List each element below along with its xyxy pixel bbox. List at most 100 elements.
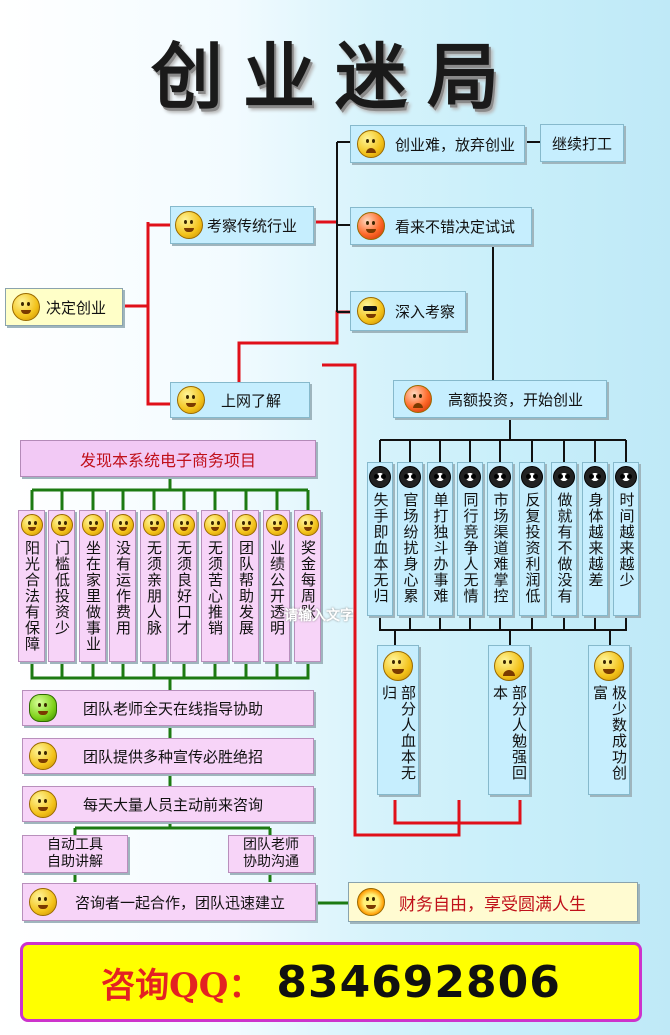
owl-face-icon	[489, 466, 511, 488]
risk-column: 市场渠道难掌控	[487, 462, 513, 616]
node-big-invest-label: 高额投资，开始创业	[448, 390, 584, 409]
risk-column: 同行竞争人无情	[457, 462, 483, 616]
determined-smiley-icon	[357, 212, 385, 240]
node-promo-label: 团队提供多种宣传必胜绝招	[83, 747, 264, 766]
thinking-smiley-icon	[175, 211, 203, 239]
advantage-label: 无须良好口才	[175, 540, 193, 636]
owl-face-icon	[615, 466, 637, 488]
advantage-label: 奖金每周账	[299, 540, 317, 620]
contact-qq-number: 834692806	[276, 956, 561, 1008]
smile-smiley-icon	[203, 514, 226, 536]
advantage-label: 没有运作费用	[114, 540, 132, 636]
node-cooperate: 咨询者一起合作，团队迅速建立	[22, 883, 316, 921]
risk-column: 单打独斗办事难	[427, 462, 453, 616]
node-auto-tools: 自动工具 自助讲解	[22, 835, 128, 873]
sun-icon	[357, 888, 385, 916]
advantage-column: 无须亲朋人脉	[140, 510, 167, 662]
node-decide-label: 决定创业	[46, 298, 107, 317]
angry-smiley-icon	[404, 385, 432, 413]
smile-smiley-icon	[296, 514, 319, 536]
outcome-loss-label: 部分人血本无归	[380, 685, 417, 781]
advantage-column: 阳光合法有保障	[18, 510, 45, 662]
node-traditional-label: 考察传统行业	[207, 216, 298, 235]
node-try-it-label: 看来不错决定试试	[395, 217, 516, 236]
node-deep-look-label: 深入考察	[395, 302, 456, 321]
owl-face-icon	[459, 466, 481, 488]
node-hard-quit: 创业难，放弃创业	[350, 125, 525, 163]
advantage-column: 奖金每周账	[294, 510, 321, 662]
node-auto-tools-label: 自动工具 自助讲解	[47, 837, 103, 870]
risk-label: 同行竞争人无情	[461, 492, 480, 604]
outcome-loss: 部分人血本无归	[377, 645, 419, 795]
node-ecommerce-label: 发现本系统电子商务项目	[79, 450, 256, 470]
node-freedom: 财务自由，享受圆满人生	[348, 882, 638, 922]
sad-smiley-icon	[357, 130, 385, 158]
angry-smiley-icon	[12, 293, 40, 321]
advantage-column: 团队帮助发展	[232, 510, 259, 662]
node-consult-label: 每天大量人员主动前来咨询	[83, 795, 264, 814]
smile-smiley-icon	[265, 514, 288, 536]
risk-label: 身体越来越差	[586, 492, 605, 588]
smile-smiley-icon	[20, 514, 43, 536]
advantage-label: 门槛低投资少	[53, 540, 71, 636]
thinking-smiley-icon	[177, 386, 205, 414]
node-cooperate-label: 咨询者一起合作，团队迅速建立	[75, 893, 286, 912]
smile-smiley-icon	[81, 514, 104, 536]
advantage-column: 无须苦心推销	[201, 510, 228, 662]
node-promo: 团队提供多种宣传必胜绝招	[22, 738, 314, 774]
contact-banner: 咨询QQ： 834692806	[20, 942, 642, 1022]
outcome-break-even-label: 部分人勉强回本	[491, 685, 528, 781]
risk-label: 单打独斗办事难	[431, 492, 450, 604]
risk-label: 时间越来越少	[617, 492, 636, 588]
node-deep-look: 深入考察	[350, 291, 466, 331]
node-decide: 决定创业	[5, 288, 123, 326]
smile-smiley-icon	[142, 514, 165, 536]
page-title: 创业迷局	[150, 35, 519, 119]
risk-label: 失手即血本无归	[371, 492, 390, 604]
outcome-rich: 极少数成功创富	[588, 645, 630, 795]
advantage-label: 业绩公开透明	[268, 540, 286, 636]
advantage-column: 业绩公开透明	[263, 510, 290, 662]
node-traditional: 考察传统行业	[170, 206, 314, 244]
risk-label: 做就有不做没有	[555, 492, 574, 604]
node-online-label: 上网了解	[221, 391, 282, 410]
node-big-invest: 高额投资，开始创业	[393, 380, 607, 418]
advantage-column: 没有运作费用	[109, 510, 136, 662]
advantage-column: 无须良好口才	[170, 510, 197, 662]
outcome-break-even: 部分人勉强回本	[488, 645, 530, 795]
advantage-label: 无须亲朋人脉	[145, 540, 163, 636]
node-teacher-talk: 团队老师 协助沟通	[228, 835, 314, 873]
advantage-label: 无须苦心推销	[206, 540, 224, 636]
owl-face-icon	[399, 466, 421, 488]
smile-smiley-icon	[111, 514, 134, 536]
owl-face-icon	[369, 466, 391, 488]
advantage-column: 门槛低投资少	[48, 510, 75, 662]
risk-column: 身体越来越差	[582, 462, 608, 616]
smile-smiley-icon	[234, 514, 257, 536]
node-teacher-talk-label: 团队老师 协助沟通	[243, 837, 299, 870]
watermark-text: 请输入文字	[284, 608, 354, 624]
neutral-smiley-icon	[383, 651, 413, 681]
advantage-label: 团队帮助发展	[237, 540, 255, 636]
sad-smiley-icon	[494, 651, 524, 681]
grin-smiley-icon	[29, 742, 57, 770]
advantage-label: 坐在家里做事业	[84, 540, 102, 652]
node-consult: 每天大量人员主动前来咨询	[22, 786, 314, 822]
risk-label: 官场纷扰身心累	[401, 492, 420, 604]
owl-face-icon	[429, 466, 451, 488]
contact-label: 咨询QQ：	[101, 965, 263, 1006]
node-keep-working-label: 继续打工	[551, 134, 612, 153]
smile-smiley-icon	[29, 790, 57, 818]
node-try-it: 看来不错决定试试	[350, 207, 532, 245]
risk-column: 失手即血本无归	[367, 462, 393, 616]
node-freedom-label: 财务自由，享受圆满人生	[399, 894, 586, 915]
risk-label: 反复投资利润低	[523, 492, 542, 604]
sweat-smiley-icon	[29, 888, 57, 916]
node-support-online: 团队老师全天在线指导协助	[22, 690, 314, 726]
risk-column: 时间越来越少	[613, 462, 639, 616]
node-support-online-label: 团队老师全天在线指导协助	[83, 699, 264, 718]
node-ecommerce: 发现本系统电子商务项目	[20, 440, 316, 477]
node-hard-quit-label: 创业难，放弃创业	[395, 135, 516, 154]
